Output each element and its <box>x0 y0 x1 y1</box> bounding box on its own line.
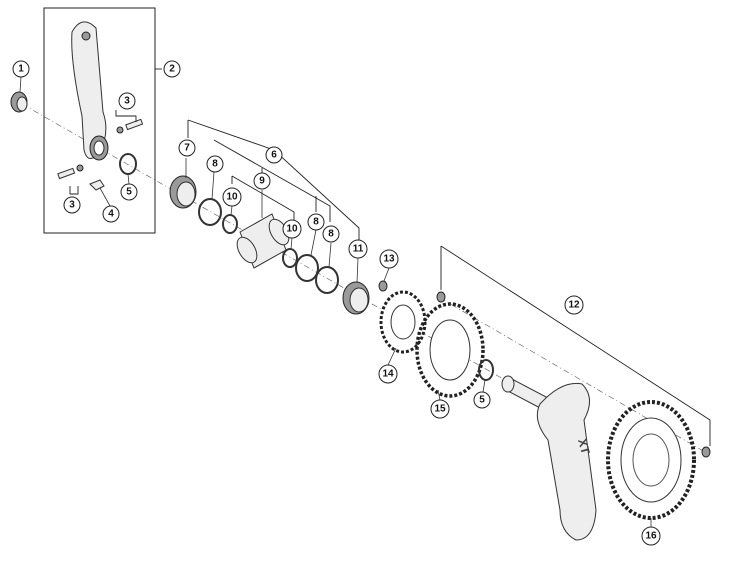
svg-text:1: 1 <box>18 64 24 75</box>
leader-8a <box>211 171 215 200</box>
callout-2: 2 <box>163 60 181 78</box>
callout-8-right: 8 <box>322 225 340 243</box>
callout-9: 9 <box>253 172 271 190</box>
svg-text:7: 7 <box>184 143 190 154</box>
bb-left-cup <box>169 175 197 209</box>
svg-text:5: 5 <box>479 395 485 406</box>
callout-7: 7 <box>178 139 196 157</box>
leader-8c <box>328 242 332 268</box>
svg-text:9: 9 <box>259 176 265 187</box>
leader-5b <box>482 379 486 393</box>
svg-text:8: 8 <box>212 159 218 170</box>
bracket-3-upper <box>115 110 137 122</box>
callout-11: 11 <box>348 239 368 259</box>
callout-5-right: 5 <box>473 391 491 409</box>
small-chainring <box>379 290 427 354</box>
callout-13: 13 <box>379 249 399 269</box>
bb-right-cup <box>342 281 370 315</box>
crank-arm-fixing-bolt <box>10 91 28 113</box>
callout-3-upper: 3 <box>118 92 136 110</box>
callout-5-left: 5 <box>120 183 138 201</box>
callout-4: 4 <box>102 205 120 223</box>
callout-8-mid: 8 <box>307 213 325 231</box>
callout-10-left: 10 <box>222 187 242 207</box>
bb-spacer-right-a <box>295 254 319 282</box>
crank-logo: XT <box>575 437 593 456</box>
leader-8b <box>310 229 317 256</box>
bb-o-ring-left <box>222 214 238 234</box>
chainring-bolt-small <box>378 280 388 292</box>
leader-5a <box>127 173 130 185</box>
bb-spacer-right-b <box>315 266 339 294</box>
svg-text:2: 2 <box>169 64 175 75</box>
svg-text:10: 10 <box>286 224 298 235</box>
bracket-12 <box>440 245 711 446</box>
svg-text:14: 14 <box>382 369 394 380</box>
bracket-3-lower <box>69 186 79 195</box>
leader-11 <box>356 257 359 283</box>
bb-o-ring-right <box>282 248 298 268</box>
safety-plate <box>89 179 105 191</box>
svg-text:11: 11 <box>353 244 364 255</box>
leader-10b <box>290 237 293 250</box>
svg-text:6: 6 <box>271 150 277 161</box>
large-chainring <box>606 400 696 520</box>
right-crank-arm: XT <box>501 375 597 541</box>
svg-text:3: 3 <box>69 200 75 211</box>
bb-spacer-left <box>198 198 222 226</box>
chainring-bolt-lower <box>701 446 711 458</box>
pinch-bolt-lower <box>57 164 84 180</box>
leader-15 <box>437 389 441 401</box>
spindle-o-ring <box>478 359 494 381</box>
svg-text:3: 3 <box>124 96 130 107</box>
callout-12: 12 <box>564 295 584 315</box>
left-crank-arm <box>71 21 109 161</box>
svg-text:10: 10 <box>226 192 238 203</box>
svg-text:8: 8 <box>313 217 319 228</box>
leader-13 <box>383 267 390 282</box>
callout-1: 1 <box>12 60 30 78</box>
middle-chainring <box>415 302 485 398</box>
bb-inner-cover <box>236 213 290 269</box>
left-crank-box <box>43 7 156 234</box>
bracket-9 <box>231 175 295 222</box>
svg-text:13: 13 <box>383 254 395 265</box>
callout-10-right: 10 <box>282 219 302 239</box>
leader-1 <box>19 76 22 93</box>
leader-4 <box>99 187 111 207</box>
svg-text:5: 5 <box>126 187 132 198</box>
svg-text:12: 12 <box>568 300 580 311</box>
leader-10a <box>230 205 233 216</box>
svg-text:15: 15 <box>434 404 446 415</box>
callout-8-left: 8 <box>206 155 224 173</box>
svg-text:4: 4 <box>108 209 114 220</box>
pinch-bolt-upper <box>116 118 144 134</box>
callout-3-lower: 3 <box>63 196 81 214</box>
callout-15: 15 <box>430 399 450 419</box>
svg-text:16: 16 <box>645 531 657 542</box>
leader-14 <box>387 347 397 366</box>
callout-6: 6 <box>265 146 283 164</box>
callout-16: 16 <box>641 526 661 546</box>
svg-text:8: 8 <box>328 229 334 240</box>
crank-o-ring <box>119 153 137 175</box>
callout-14: 14 <box>378 364 398 384</box>
chainring-bolt-upper <box>436 291 446 303</box>
